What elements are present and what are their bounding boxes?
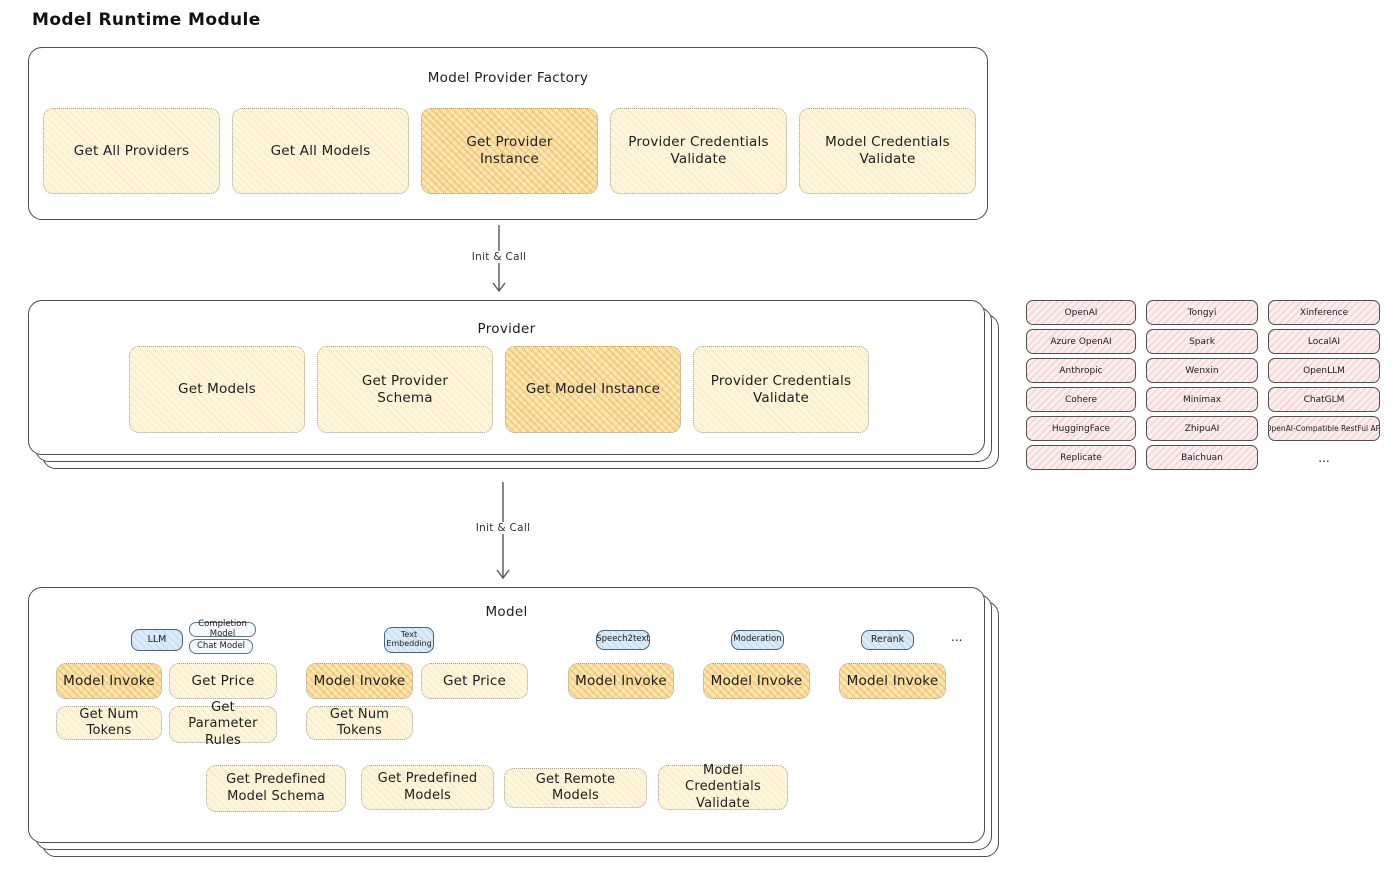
provider-vendors-grid: OpenAI Tongyi Xinference Azure OpenAI Sp… [1026,300,1380,470]
box-get-predefined-models: Get Predefined Models [361,765,494,810]
box-llm-model-invoke: Model Invoke [56,663,162,699]
vendor-wenxin: Wenxin [1146,358,1258,383]
box-model-credentials-validate: Model Credentials Validate [799,108,976,194]
model-provider-factory-panel: Model Provider Factory Get All Providers… [28,47,988,220]
tag-rerank: Rerank [861,630,914,650]
tag-completion-model: Completion Model [189,619,256,638]
box-get-all-models: Get All Models [232,108,409,194]
box-llm-get-num-tokens: Get Num Tokens [56,706,162,740]
vendor-tongyi: Tongyi [1146,300,1258,325]
box-get-models: Get Models [129,346,305,433]
model-panel: Model LLM Completion Model Chat Model Te… [28,587,985,843]
vendor-anthropic: Anthropic [1026,358,1136,383]
vendor-openllm: OpenLLM [1268,358,1380,383]
provider-panel-stack: Provider Get Models Get Provider Schema … [28,300,999,469]
vendor-xinference: Xinference [1268,300,1380,325]
box-get-predefined-model-schema: Get Predefined Model Schema [206,765,346,812]
box-provider-credentials-validate: Provider Credentials Validate [610,108,787,194]
tag-speech2text: Speech2text [596,630,650,650]
vendor-replicate: Replicate [1026,445,1136,470]
vendor-baichuan: Baichuan [1146,445,1258,470]
arrow-label-init-call-2: Init & Call [458,522,548,534]
box-embedding-get-num-tokens: Get Num Tokens [306,706,413,740]
vendor-more-ellipsis: ... [1318,450,1330,465]
box-get-provider-schema: Get Provider Schema [317,346,493,433]
box-get-remote-models: Get Remote Models [504,768,647,808]
tag-llm: LLM [131,629,183,651]
model-title: Model [485,604,528,620]
vendor-huggingface: HuggingFace [1026,416,1136,441]
model-panel-stack: Model LLM Completion Model Chat Model Te… [28,587,999,857]
vendor-chatglm: ChatGLM [1268,387,1380,412]
vendor-zhipuai: ZhipuAI [1146,416,1258,441]
tag-text-embedding: Text Embedding [384,627,434,653]
vendor-localai: LocalAI [1268,329,1380,354]
provider-panel: Provider Get Models Get Provider Schema … [28,300,985,455]
vendor-minimax: Minimax [1146,387,1258,412]
box-get-model-instance: Get Model Instance [505,346,681,433]
vendor-spark: Spark [1146,329,1258,354]
provider-title: Provider [477,321,536,337]
box-embedding-get-price: Get Price [421,663,528,699]
box-moderation-model-invoke: Model Invoke [703,663,810,699]
vendor-azure-openai: Azure OpenAI [1026,329,1136,354]
box-get-provider-instance: Get Provider Instance [421,108,598,194]
box-llm-get-parameter-rules: Get Parameter Rules [169,700,277,748]
box-rerank-model-invoke: Model Invoke [839,663,946,699]
box-model-credentials-validate-2: Model Credentials Validate [658,763,788,811]
box-speech2text-model-invoke: Model Invoke [568,663,674,699]
box-provider-credentials-validate-2: Provider Credentials Validate [693,346,869,433]
vendor-openai-compatible: OpenAI-Compatible RestFul API [1268,416,1380,441]
box-embedding-model-invoke: Model Invoke [306,663,413,699]
box-llm-get-price: Get Price [169,663,277,699]
tag-chat-model: Chat Model [189,639,253,654]
vendor-cohere: Cohere [1026,387,1136,412]
factory-title: Model Provider Factory [427,70,589,86]
arrow-label-init-call-1: Init & Call [454,251,544,263]
model-more-ellipsis: ... [951,630,963,644]
page-title: Model Runtime Module [32,10,261,30]
vendor-openai: OpenAI [1026,300,1136,325]
tag-moderation: Moderation [731,630,784,650]
box-get-all-providers: Get All Providers [43,108,220,194]
